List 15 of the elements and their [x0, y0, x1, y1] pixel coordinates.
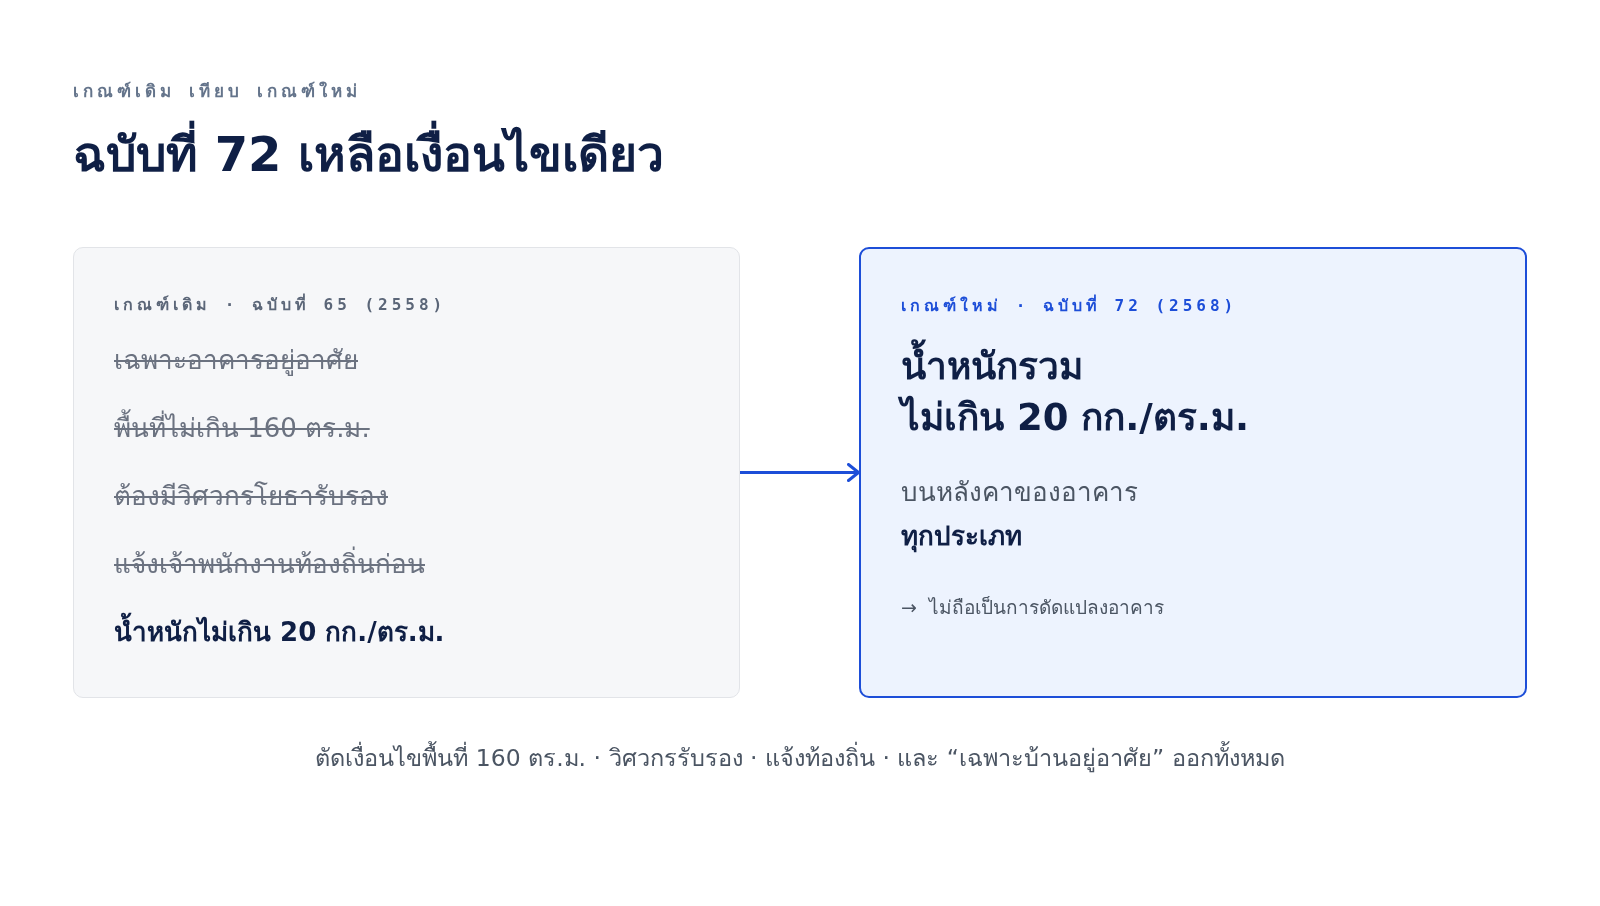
rule-text: ทุกประเภท	[901, 520, 1022, 554]
rule-text: น้ำหนักไม่เกิน 20 กก./ตร.ม.	[114, 612, 445, 652]
struck-rule-text: พื้นที่ไม่เกิน 160 ตร.ม.	[114, 408, 370, 448]
struck-rule-text: แจ้งเจ้าพนักงานท้องถิ่นก่อน	[114, 544, 425, 584]
eyebrow-text: เกณฑ์เดิม เทียบ เกณฑ์ใหม่	[73, 80, 362, 103]
card-eyebrow: เกณฑ์เดิม · ฉบับที่ 65 (2558)	[114, 294, 447, 316]
comparison-card	[859, 247, 1527, 698]
note-text: → ไม่ถือเป็นการดัดแปลงอาคาร	[901, 595, 1164, 620]
comparison-card	[73, 247, 740, 698]
card-eyebrow: เกณฑ์ใหม่ · ฉบับที่ 72 (2568)	[901, 295, 1238, 317]
struck-rule-text: ต้องมีวิศวกรโยธารับรอง	[114, 480, 388, 513]
struck-rule-text: เฉพาะอาคารอยู่อาศัย	[114, 344, 358, 378]
rule-text: บนหลังคาของอาคาร	[901, 476, 1138, 509]
arrow	[738, 463, 861, 482]
caption: ตัดเงื่อนไขพื้นที่ 160 ตร.ม. · วิศวกรรับรอง · แจ้งท้องถิ่น · และ “เฉพาะบ้านอยู่อาศัย” ออกทั้งหมด	[315, 741, 1285, 775]
